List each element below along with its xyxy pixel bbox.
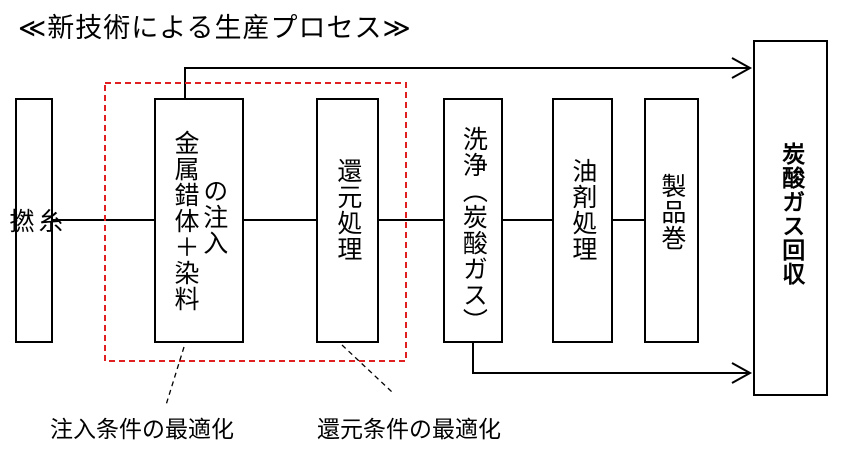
step-washing-label: 洗浄（炭酸ガス） (459, 126, 489, 334)
step-reduction-label: 還元処理 (333, 158, 363, 262)
step-twisting: 撚 糸 (6, 98, 64, 343)
arrowhead-top (731, 57, 753, 79)
injection-optimization-caption: 注入条件の最適化 (50, 417, 234, 443)
arrowhead-bottom (731, 362, 753, 384)
step-injection-line-2: の注入 (199, 178, 229, 256)
leader-reduction (341, 344, 393, 393)
step-twisting-line-1: 撚 (6, 207, 35, 234)
diagram-title: ≪新技術による生産プロセス≫ (18, 13, 412, 44)
reduction-optimization-caption: 還元条件の最適化 (317, 417, 501, 443)
step-oil-treatment: 油剤処理 (552, 98, 613, 343)
leader-injection (165, 346, 185, 406)
step-twisting-line-2: 糸 (34, 207, 64, 234)
co2-recovery-label: 炭酸ガス回収 (777, 142, 804, 286)
step-injection-line-1: 金属錯体＋染料 (171, 129, 200, 312)
step-oil-treatment-label: 油剤処理 (568, 158, 598, 262)
exhaust-path-top (184, 67, 748, 98)
step-winding: 製品巻 (644, 98, 699, 343)
exhaust-path-bottom (472, 343, 748, 374)
step-reduction: 還元処理 (316, 98, 379, 343)
co2-recovery-box: 炭酸ガス回収 (753, 40, 828, 396)
step-washing: 洗浄（炭酸ガス） (443, 98, 503, 343)
optimization-region (104, 82, 407, 362)
step-winding-label: 製品巻 (657, 173, 687, 251)
step-injection: 金属錯体＋染料 の注入 (154, 98, 244, 343)
